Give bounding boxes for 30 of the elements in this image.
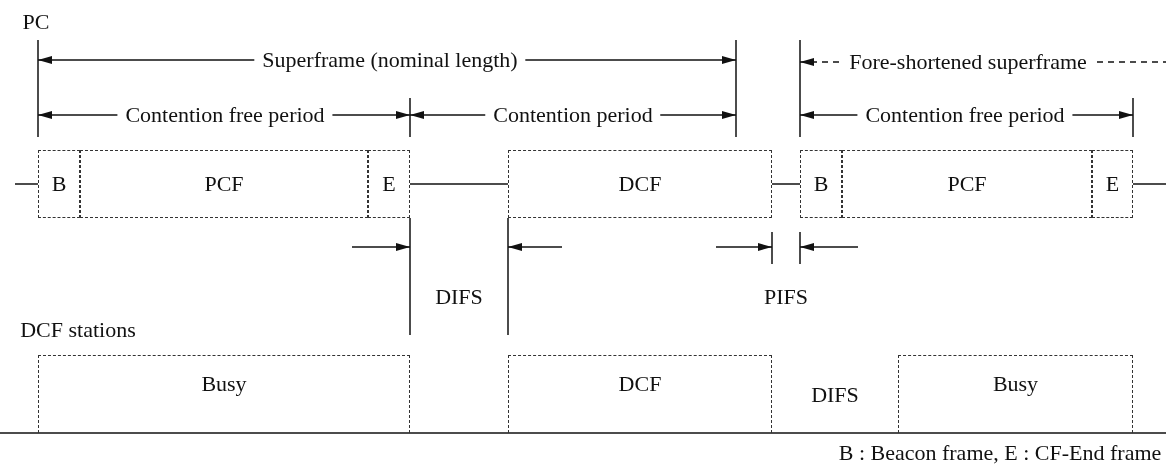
interval-label: PIFS [764,283,808,311]
timeline-line [409,183,509,185]
slot-label: PCF [947,170,987,198]
slot-label: B [51,170,67,198]
slot-label: DCF [618,370,662,398]
frame-slot [38,150,80,218]
frame-slot [842,150,1092,218]
frame-slot [800,150,842,218]
interval-label: DIFS [435,283,483,311]
legend-note: B : Beacon frame, E : CF-End frame [838,439,1162,467]
axis-label: PC [22,8,50,36]
frame-slot [80,150,368,218]
activity-slot [508,355,772,433]
slot-label: Busy [992,370,1039,398]
timeline-line [14,183,39,185]
slot-label: Busy [201,370,247,398]
slot-label: DCF [618,170,662,198]
interval-label: DIFS [811,381,859,409]
activity-slot [38,355,410,433]
frame-slot [508,150,772,218]
activity-slot [898,355,1133,433]
slot-label: PCF [204,170,244,198]
axis-label: DCF stations [20,316,136,344]
frame-slot [1092,150,1133,218]
slot-label: B [813,170,829,198]
frame-slot [368,150,410,218]
timeline-line [1132,183,1166,185]
slot-label: E [1105,170,1120,198]
timeline-line [771,183,801,185]
slot-label: E [382,170,396,198]
